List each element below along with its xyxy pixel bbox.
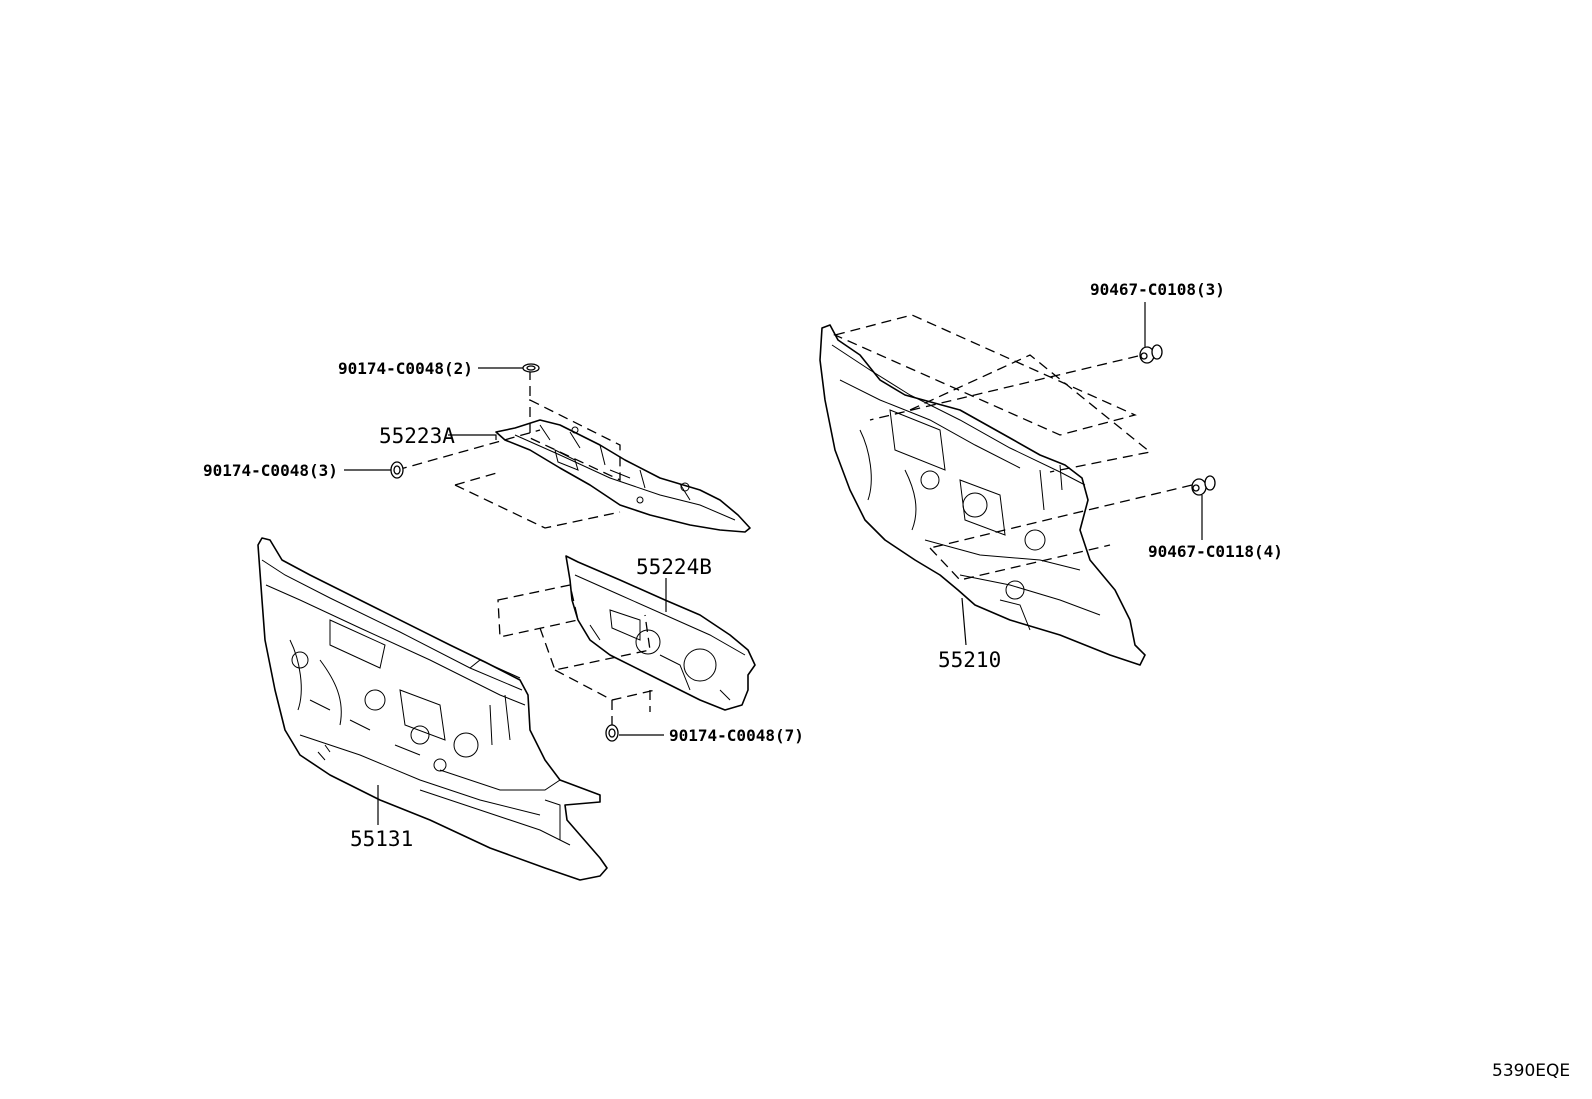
part-55210-drawing — [819, 324, 1146, 666]
clip-90174-upper — [522, 363, 540, 373]
callout-90174-C0048-3: 90174-C0048(3) — [203, 461, 338, 480]
clip-90174-mid — [390, 461, 404, 479]
callout-55224B: 55224B — [636, 555, 712, 579]
callout-55223A: 55223A — [379, 424, 455, 448]
clip-90467-top-right — [1139, 344, 1163, 364]
part-55131-drawing — [257, 537, 608, 881]
assembly-guide-lines — [396, 314, 1193, 728]
callout-55131: 55131 — [350, 827, 413, 851]
part-55223A-drawing — [495, 419, 751, 533]
callout-90174-C0048-2: 90174-C0048(2) — [338, 359, 473, 378]
clip-90467-right — [1191, 475, 1216, 496]
leader-lines — [344, 302, 1203, 825]
callout-90174-C0048-7: 90174-C0048(7) — [669, 726, 804, 745]
part-55224B-drawing — [565, 555, 756, 711]
clip-90174-low — [605, 724, 619, 742]
callout-90467-C0118-4: 90467-C0118(4) — [1148, 542, 1283, 561]
callout-90467-C0108-3: 90467-C0108(3) — [1090, 280, 1225, 299]
callout-55210: 55210 — [938, 648, 1001, 672]
image-id-label: 5390EQE — [1492, 1061, 1570, 1081]
